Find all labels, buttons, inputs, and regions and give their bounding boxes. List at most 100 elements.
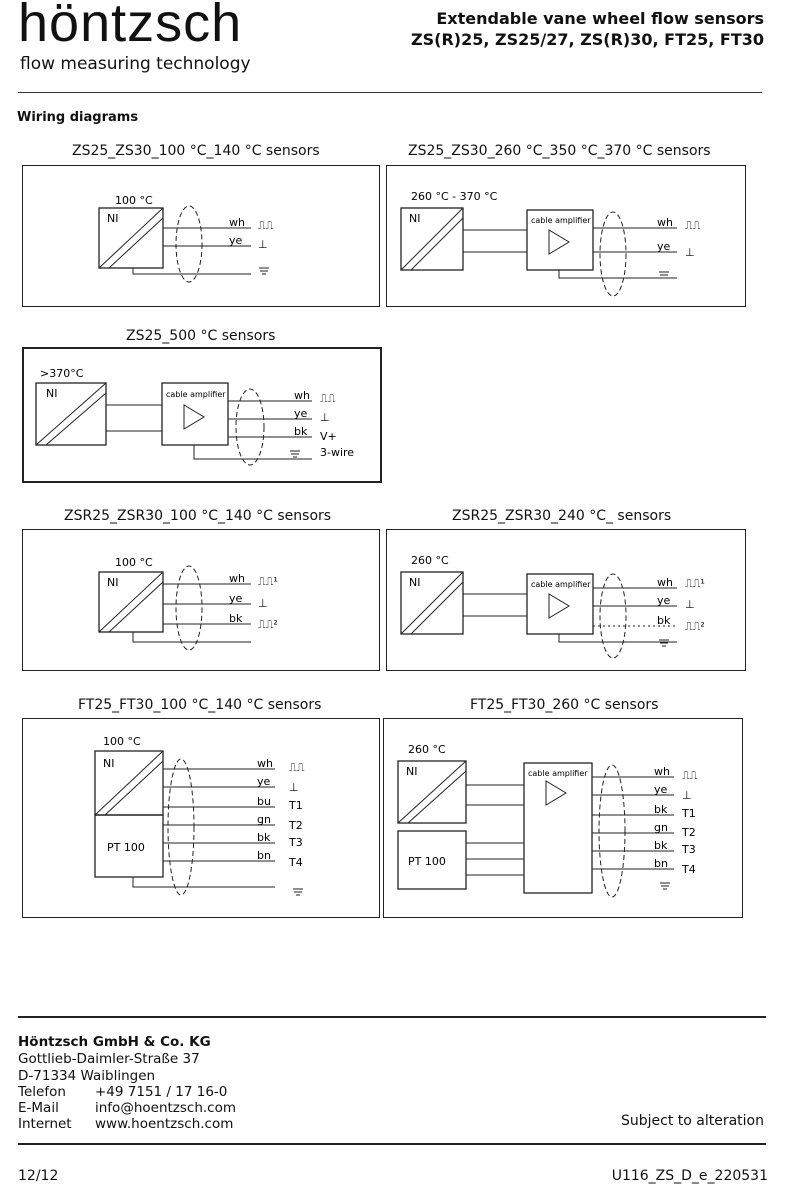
temp-label: 260 °C bbox=[408, 743, 446, 756]
page-number: 12/12 bbox=[18, 1168, 59, 1184]
wire-label: bk bbox=[654, 803, 668, 816]
shield-ground-icon bbox=[293, 888, 303, 896]
terminal-label: T3 bbox=[288, 836, 303, 849]
wire-label: wh bbox=[229, 216, 245, 229]
pulse-signal-icon: ⎍⎍ bbox=[682, 769, 698, 782]
footer-divider-bottom bbox=[18, 1143, 766, 1145]
phone-number: +49 7151 / 17 16-0 bbox=[95, 1084, 228, 1100]
pulse-signal-icon: ⎍⎍² bbox=[685, 620, 705, 633]
amplifier-label: cable amplifier bbox=[531, 580, 591, 589]
diagram-drawing: 260 °C NI cable amplifier wh ye bk ⎍⎍¹ ⊥… bbox=[400, 554, 705, 659]
wire-label: wh bbox=[229, 572, 245, 585]
sensor2-label: PT 100 bbox=[107, 841, 145, 854]
ground-signal-icon: ⊥ bbox=[685, 246, 695, 259]
amplifier-label: cable amplifier bbox=[531, 216, 591, 225]
pulse-signal-icon: ⎍⎍² bbox=[258, 618, 278, 631]
ground-signal-icon: ⊥ bbox=[258, 238, 268, 251]
terminal-label: T2 bbox=[288, 819, 303, 832]
wiring-diagram: 100 °C NI wh ye ⎍⎍ ⊥ bbox=[22, 165, 380, 307]
company-city: D-71334 Waiblingen bbox=[18, 1068, 156, 1084]
doc-subtitle: ZS(R)25, ZS25/27, ZS(R)30, FT25, FT30 bbox=[411, 30, 764, 49]
diagram-drawing: 260 °C - 370 °C NI cable amplifier wh ye… bbox=[400, 190, 701, 297]
wire-label: ye bbox=[257, 775, 271, 788]
shield-ground-icon bbox=[259, 267, 269, 275]
wire-label: wh bbox=[257, 757, 273, 770]
shield-ground-icon bbox=[659, 271, 669, 279]
terminal-label: T1 bbox=[288, 799, 303, 812]
phone-label: Telefon bbox=[18, 1084, 66, 1100]
terminal-label: T1 bbox=[681, 807, 696, 820]
temp-label: 100 °C bbox=[115, 556, 153, 569]
web-label: Internet bbox=[18, 1116, 72, 1132]
ground-signal-icon: ⊥ bbox=[320, 411, 330, 424]
sensor-label: NI bbox=[406, 765, 417, 778]
wiring-diagram: 260 °C NI cable amplifier wh ye bk ⎍⎍¹ ⊥… bbox=[386, 529, 746, 671]
pulse-signal-icon: ⎍⎍¹ bbox=[685, 577, 705, 590]
diagram-caption: FT25_FT30_260 °C sensors bbox=[470, 697, 659, 713]
ground-signal-icon: ⊥ bbox=[289, 781, 299, 794]
pulse-signal-icon: ⎍⎍ bbox=[685, 219, 701, 232]
diagram-drawing: >370°C NI cable amplifier wh ye bk ⎍⎍ ⊥ … bbox=[35, 367, 354, 466]
wire-mode-label: 3-wire bbox=[320, 446, 354, 459]
wiring-diagram: 260 °C NI PT 100 cable amplifier wh ye b… bbox=[383, 718, 743, 918]
diagram-drawing: 100 °C NI PT 100 wh ye bu gn bk bn ⎍⎍ ⊥ … bbox=[94, 735, 305, 896]
wire-label: wh bbox=[654, 765, 670, 778]
pulse-signal-icon: ⎍⎍¹ bbox=[258, 575, 278, 588]
pulse-signal-icon: ⎍⎍ bbox=[258, 219, 274, 232]
sensor-label: NI bbox=[107, 576, 118, 589]
wire-label: ye bbox=[229, 592, 243, 605]
diagram-caption: FT25_FT30_100 °C_140 °C sensors bbox=[78, 697, 322, 713]
tagline: flow measuring technology bbox=[20, 54, 251, 74]
terminal-label: T3 bbox=[681, 843, 696, 856]
wire-label: ye bbox=[657, 594, 671, 607]
wire-label: bk bbox=[657, 614, 671, 627]
sensor-label: NI bbox=[409, 212, 420, 225]
company-name: Höntzsch GmbH & Co. KG bbox=[18, 1034, 211, 1050]
sensor2-label: PT 100 bbox=[408, 855, 446, 868]
wiring-diagram: 100 °C NI wh ye bk ⎍⎍¹ ⊥ ⎍⎍² bbox=[22, 529, 380, 671]
temp-label: 260 °C - 370 °C bbox=[411, 190, 498, 203]
supply-label: V+ bbox=[320, 430, 337, 443]
wire-label: ye bbox=[294, 407, 308, 420]
wire-label: wh bbox=[657, 216, 673, 229]
email-label: E-Mail bbox=[18, 1100, 59, 1116]
email-link[interactable]: info@hoentzsch.com bbox=[95, 1100, 237, 1116]
sensor-label: NI bbox=[107, 212, 118, 225]
diagram-caption: ZS25_500 °C sensors bbox=[126, 328, 276, 344]
sensor-label: NI bbox=[103, 757, 114, 770]
temp-label: >370°C bbox=[40, 367, 84, 380]
alteration-note: Subject to alteration bbox=[620, 1113, 764, 1129]
diagram-drawing: 260 °C NI PT 100 cable amplifier wh ye b… bbox=[397, 743, 698, 898]
footer-divider bbox=[18, 1016, 766, 1018]
wiring-diagram: 260 °C - 370 °C NI cable amplifier wh ye… bbox=[386, 165, 746, 307]
wire-label: bn bbox=[654, 857, 668, 870]
wire-label: bn bbox=[257, 849, 271, 862]
wire-label: gn bbox=[257, 813, 271, 826]
wiring-diagram: >370°C NI cable amplifier wh ye bk ⎍⎍ ⊥ … bbox=[22, 347, 382, 483]
diagram-caption: ZSR25_ZSR30_240 °C_ sensors bbox=[452, 508, 672, 524]
wire-label: bu bbox=[257, 795, 271, 808]
pulse-signal-icon: ⎍⎍ bbox=[289, 761, 305, 774]
header-divider bbox=[18, 92, 762, 93]
document-id: U116_ZS_D_e_220531 bbox=[611, 1168, 768, 1184]
diagram-caption: ZS25_ZS30_260 °C_350 °C_370 °C sensors bbox=[408, 143, 711, 159]
shield-ground-icon bbox=[660, 882, 670, 890]
amplifier-label: cable amplifier bbox=[166, 390, 226, 399]
shield-ground-icon bbox=[290, 450, 300, 458]
company-logo: höntzsch bbox=[18, 0, 243, 53]
wire-label: ye bbox=[229, 234, 243, 247]
pulse-signal-icon: ⎍⎍ bbox=[320, 392, 336, 405]
temp-label: 100 °C bbox=[115, 194, 153, 207]
terminal-label: T2 bbox=[681, 826, 696, 839]
wire-label: bk bbox=[257, 831, 271, 844]
company-street: Gottlieb-Daimler-Straße 37 bbox=[18, 1051, 200, 1067]
ground-signal-icon: ⊥ bbox=[682, 789, 692, 802]
temp-label: 260 °C bbox=[411, 554, 449, 567]
wire-label: bk bbox=[294, 425, 308, 438]
shield-ground-icon bbox=[659, 639, 669, 647]
amplifier-label: cable amplifier bbox=[528, 769, 588, 778]
diagram-caption: ZS25_ZS30_100 °C_140 °C sensors bbox=[72, 143, 320, 159]
terminal-label: T4 bbox=[681, 863, 696, 876]
diagram-drawing: 100 °C NI wh ye ⎍⎍ ⊥ bbox=[98, 194, 274, 283]
web-link[interactable]: www.hoentzsch.com bbox=[95, 1116, 234, 1132]
